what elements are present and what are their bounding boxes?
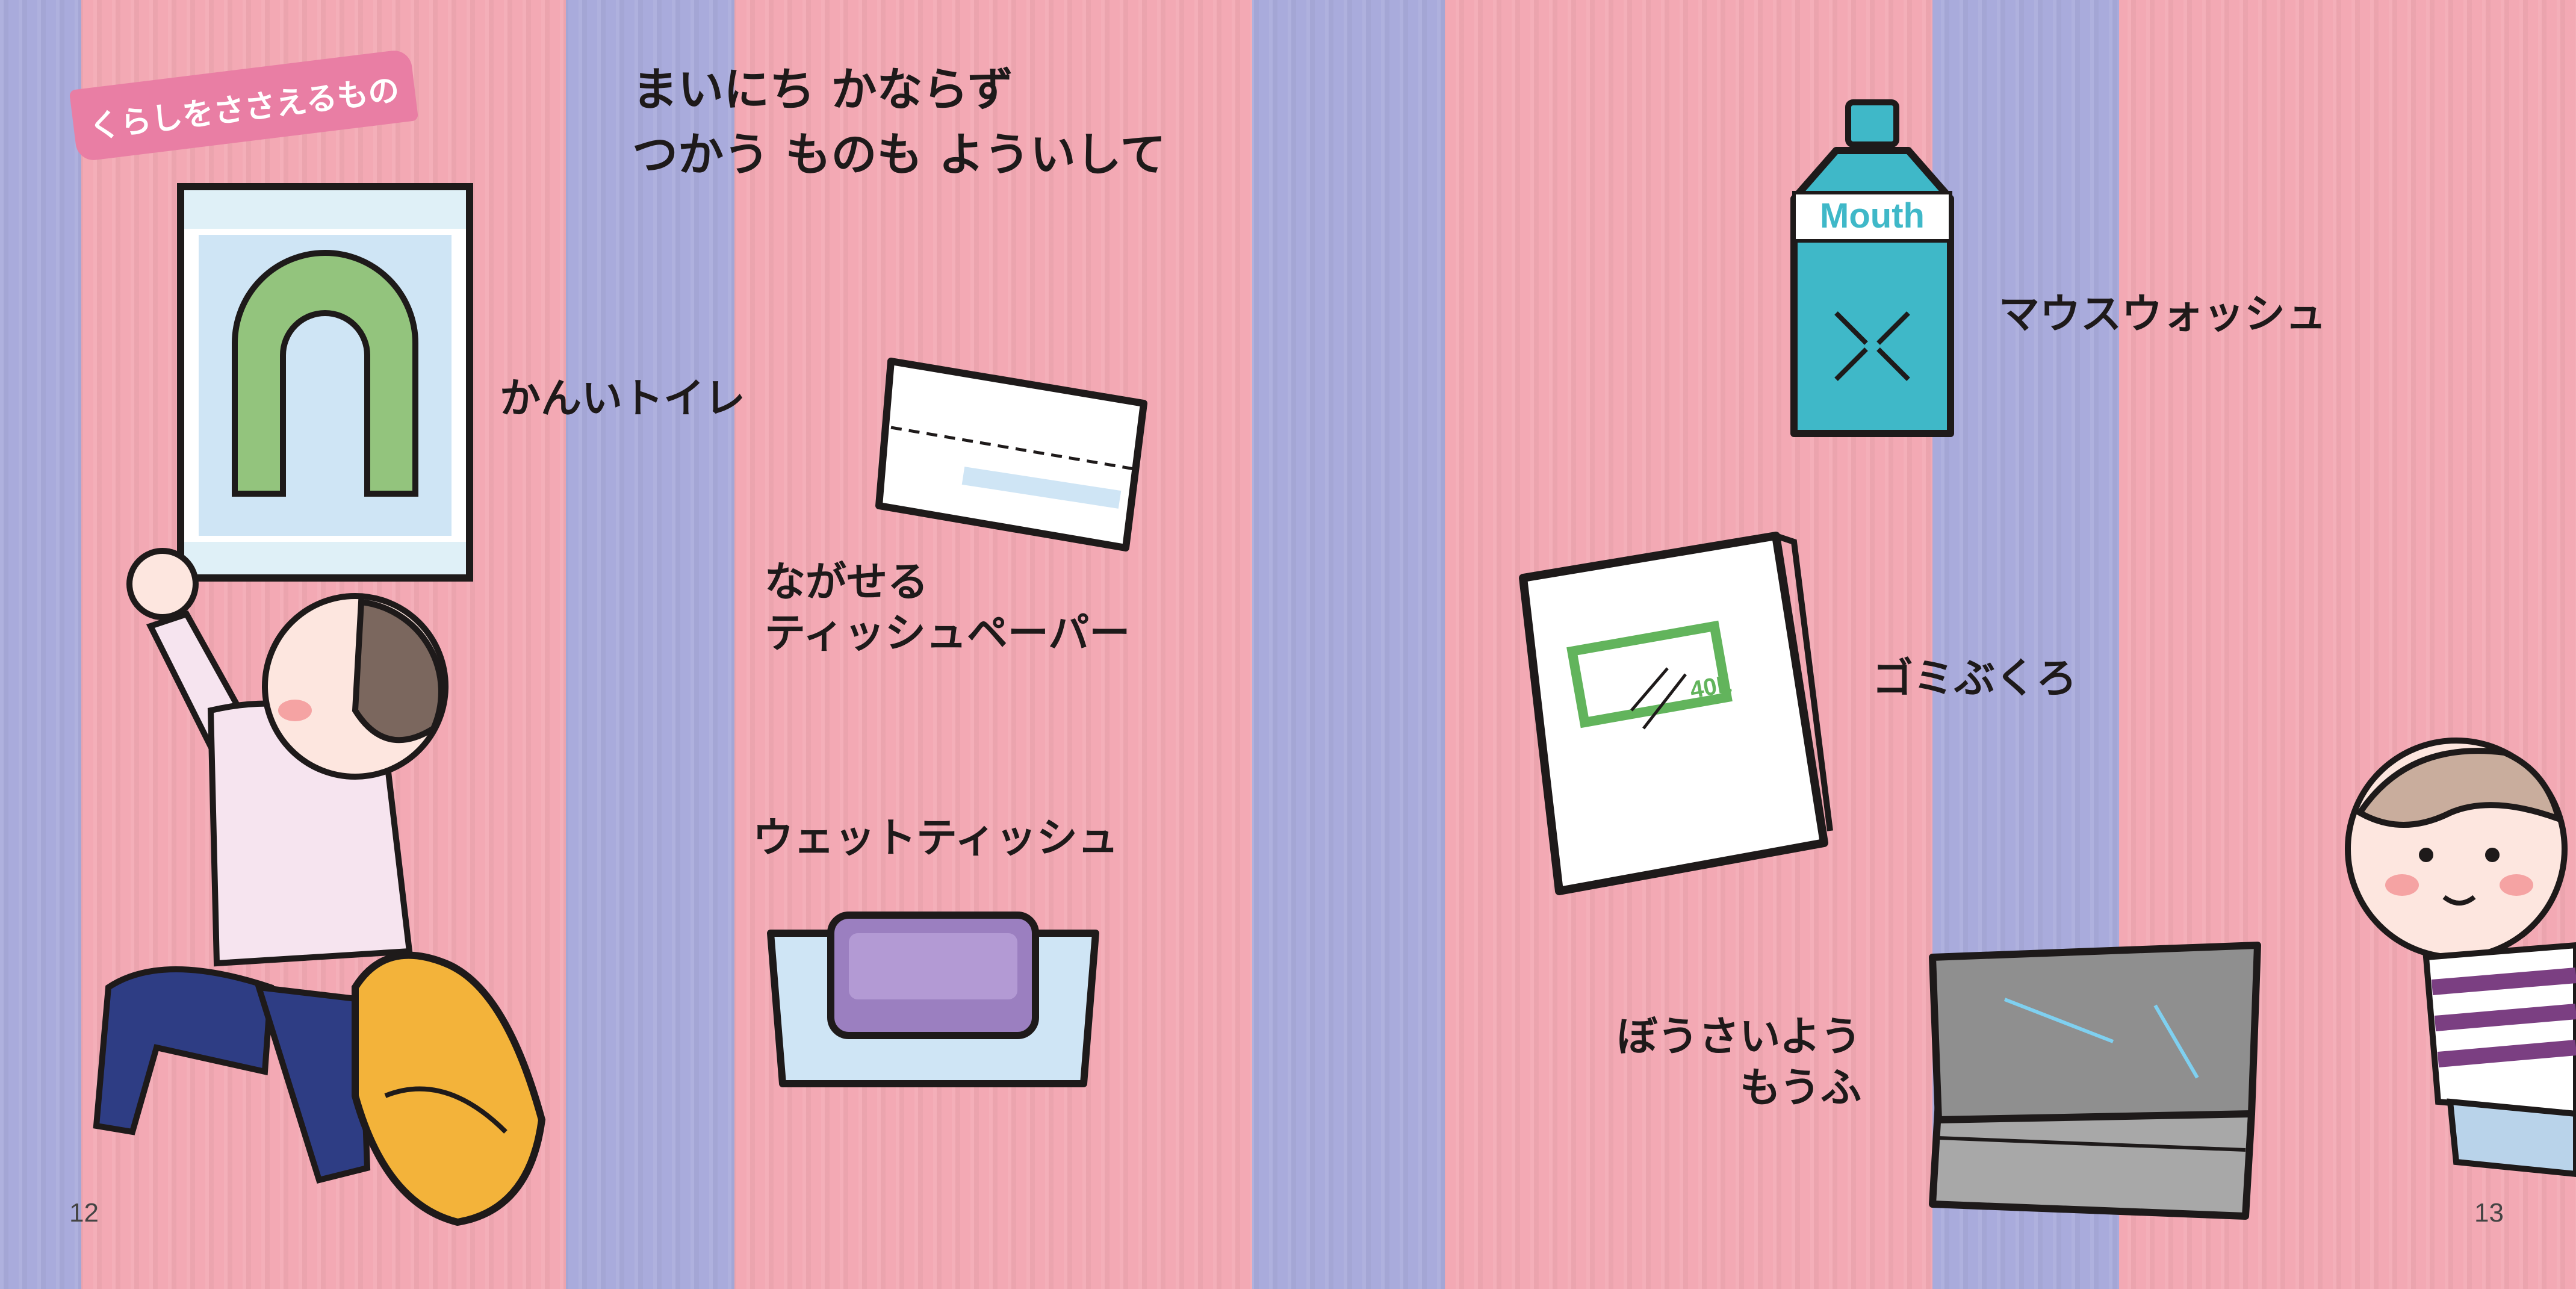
tissue-pack-icon xyxy=(875,358,1147,551)
page-heading: まいにち かならず つかう ものも よういして xyxy=(632,57,1166,187)
bottle-label: Mouth xyxy=(1820,196,1925,235)
garbage-bag-label: ゴミぶくろ xyxy=(1872,655,2078,703)
blanket-label-line-2: もうふ xyxy=(1740,1064,1861,1112)
page-number-right: 13 xyxy=(2474,1198,2504,1228)
emergency-blanket-icon xyxy=(1929,942,2261,1220)
heading-line-1: まいにち かならず xyxy=(632,63,1013,116)
heading-line-2: つかう ものも よういして xyxy=(632,127,1166,181)
tissue-label-line-1: ながせる xyxy=(765,559,929,606)
page-number-left: 12 xyxy=(69,1198,99,1228)
boy-illustration xyxy=(2345,738,2576,1178)
tissue-label: ながせる ティッシュペーパー xyxy=(765,557,1130,659)
mouthwash-label: マウスウォッシュ xyxy=(1999,291,2327,338)
toilet-bag-icon xyxy=(177,183,473,582)
toilet-label: かんいトイレ xyxy=(500,375,746,423)
wet-tissue-label: ウェットティッシュ xyxy=(753,815,1119,862)
blanket-label: ぼうさいよう もうふ xyxy=(1601,1011,1861,1114)
child-illustration xyxy=(93,548,546,1226)
backpack-icon xyxy=(352,951,546,1226)
wet-tissue-icon xyxy=(767,912,1099,1087)
tissue-label-line-2: ティッシュペーパー xyxy=(765,610,1131,657)
blanket-label-line-1: ぼうさいよう xyxy=(1616,1013,1861,1061)
garbage-bag-icon: 40L xyxy=(1519,532,1833,895)
mouthwash-bottle-icon: Mouth xyxy=(1790,99,1954,437)
